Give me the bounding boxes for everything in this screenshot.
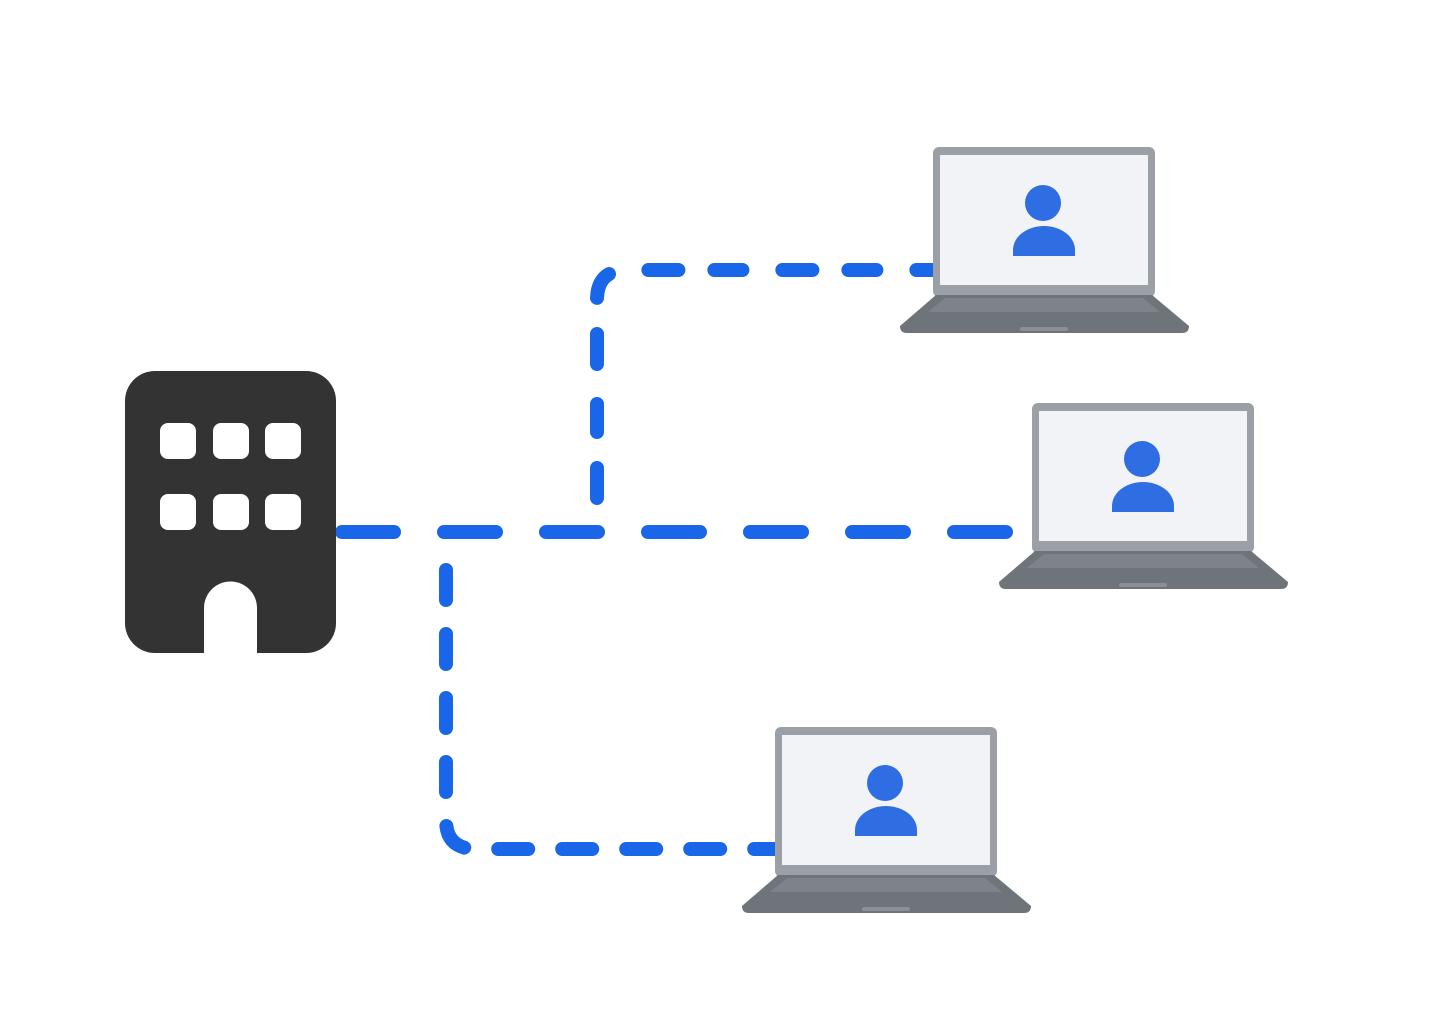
laptop-user-icon <box>900 147 1189 333</box>
user-body <box>855 806 917 836</box>
building-door <box>204 581 257 653</box>
user-body <box>1112 482 1174 512</box>
laptop-keyboard <box>770 878 1002 892</box>
user-body <box>1013 226 1075 256</box>
building-window <box>160 423 196 459</box>
laptop-user-icon <box>999 403 1288 589</box>
building-window <box>160 494 196 530</box>
building-window <box>213 423 249 459</box>
user-head <box>1124 441 1160 477</box>
user-head <box>1025 185 1061 221</box>
laptop-notch <box>1119 583 1167 587</box>
laptops <box>742 147 1288 913</box>
laptop-user-icon <box>742 727 1031 913</box>
user-head <box>867 765 903 801</box>
laptop-keyboard <box>928 298 1160 312</box>
building-window <box>213 494 249 530</box>
connector-line-bottom <box>439 563 782 856</box>
office-building-icon <box>125 371 336 653</box>
laptop-notch <box>862 907 910 911</box>
connector-line-top <box>590 263 942 505</box>
building-window <box>265 494 301 530</box>
laptop-notch <box>1020 327 1068 331</box>
building-window <box>265 423 301 459</box>
laptop-keyboard <box>1027 554 1259 568</box>
connectors <box>335 263 1037 856</box>
